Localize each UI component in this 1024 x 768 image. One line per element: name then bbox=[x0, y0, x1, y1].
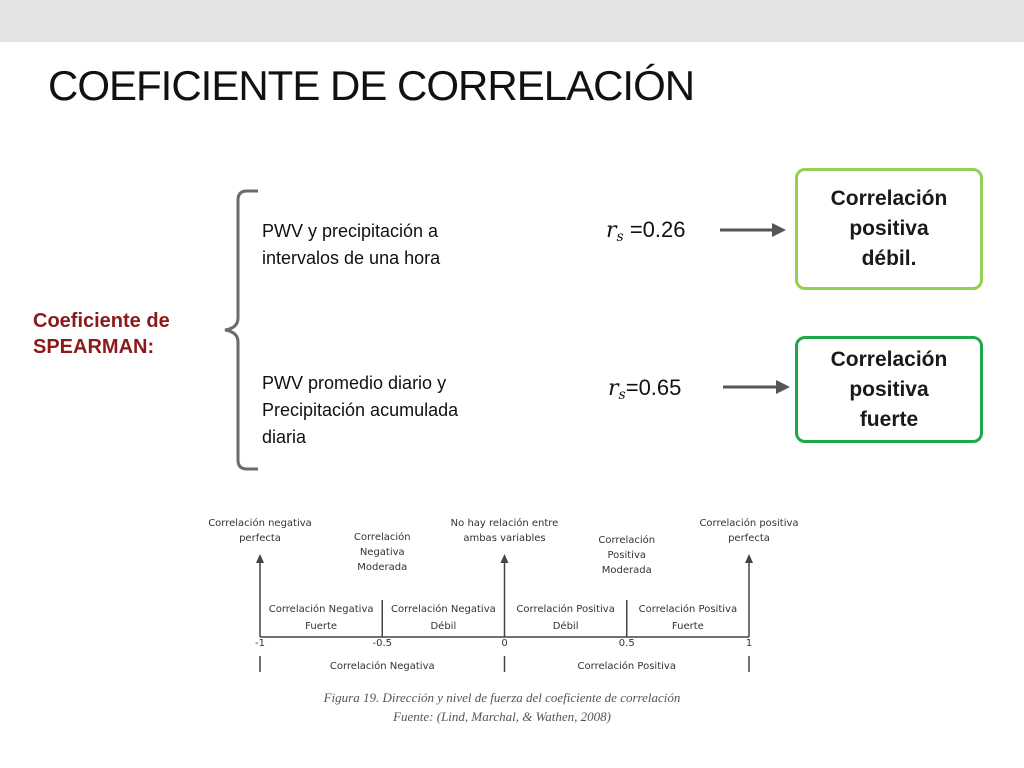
scale-bottom-label: Correlación Negativa bbox=[330, 660, 435, 672]
scale-arrow-head bbox=[256, 554, 264, 563]
rs-subscript: s bbox=[616, 229, 624, 245]
case-2-description-line: Precipitación acumulada bbox=[262, 400, 459, 420]
scale-top-label: perfecta bbox=[728, 533, 770, 544]
scale-segment-label: Correlación Negativa bbox=[391, 603, 496, 615]
case-2-description: PWV promedio diario y Precipitación acum… bbox=[262, 370, 458, 451]
result-line: positiva bbox=[849, 217, 929, 240]
rs-subscript: s bbox=[618, 387, 626, 403]
result-box-weak: Correlación positiva débil. bbox=[795, 168, 983, 290]
rs-symbol: r bbox=[606, 218, 617, 243]
result-line: positiva bbox=[849, 377, 929, 401]
scale-segment-label: Correlación Negativa bbox=[269, 603, 374, 615]
spearman-label-line-2: SPEARMAN: bbox=[33, 336, 155, 358]
scale-top-label: ambas variables bbox=[463, 533, 545, 544]
scale-top-label: Correlación negativa bbox=[208, 517, 312, 529]
result-box-strong: Correlación positiva fuerte bbox=[795, 336, 983, 443]
rs-symbol: r bbox=[608, 376, 619, 401]
result-line: fuerte bbox=[859, 407, 919, 431]
arrow-1 bbox=[720, 223, 786, 237]
rs-value-1: rs =0.26 bbox=[606, 217, 686, 245]
scale-bottom-label: Correlación Positiva bbox=[578, 660, 676, 672]
scale-top-label: Moderada bbox=[602, 565, 652, 576]
scale-arrow-head bbox=[745, 554, 753, 563]
figure-source: Fuente: (Lind, Marchal, & Wathen, 2008) bbox=[393, 709, 611, 724]
scale-segment-label: Correlación Positiva bbox=[639, 603, 737, 615]
spearman-label-line-1: Coeficiente de bbox=[33, 310, 170, 332]
case-1-description-line: intervalos de una hora bbox=[262, 248, 441, 268]
scale-segment-label: Débil bbox=[430, 620, 456, 632]
rs-number: =0.26 bbox=[623, 217, 686, 242]
case-1-description: PWV y precipitación a intervalos de una … bbox=[262, 218, 440, 272]
arrow-2 bbox=[723, 380, 790, 394]
scale-tick-label: 1 bbox=[746, 638, 752, 649]
scale-segment-label: Correlación Positiva bbox=[516, 603, 614, 615]
scale-top-label: Moderada bbox=[357, 562, 407, 573]
case-2-description-line: PWV promedio diario y bbox=[262, 373, 447, 393]
result-line: débil. bbox=[861, 247, 917, 270]
figure-caption: Figura 19. Dirección y nivel de fuerza d… bbox=[323, 690, 681, 705]
curly-brace bbox=[224, 189, 258, 471]
result-line: Correlación bbox=[830, 187, 948, 210]
rs-number: =0.65 bbox=[625, 375, 682, 400]
case-2-description-line: diaria bbox=[262, 427, 307, 447]
scale-top-label: Correlación bbox=[598, 534, 655, 546]
scale-arrow-head bbox=[500, 554, 509, 563]
scale-segment-label: Débil bbox=[553, 620, 579, 632]
scale-top-label: No hay relación entre bbox=[451, 517, 559, 529]
scale-tick-label: -0.5 bbox=[372, 638, 392, 649]
spearman-label: Coeficiente de SPEARMAN: bbox=[33, 308, 170, 360]
scale-segment-label: Fuerte bbox=[672, 621, 704, 632]
case-1-description-line: PWV y precipitación a bbox=[262, 221, 439, 241]
scale-top-label: Positiva bbox=[607, 550, 646, 561]
scale-segment-label: Fuerte bbox=[305, 621, 337, 632]
rs-value-2: rs=0.65 bbox=[608, 375, 681, 403]
slide-title: COEFICIENTE DE CORRELACIÓN bbox=[48, 62, 695, 109]
scale-top-label: Correlación bbox=[354, 531, 411, 543]
top-bar bbox=[0, 0, 1024, 42]
result-line: Correlación bbox=[830, 347, 948, 371]
scale-top-label: Correlación positiva bbox=[699, 517, 798, 529]
scale-tick-label: -1 bbox=[255, 638, 265, 649]
scale-tick-label: 0 bbox=[501, 638, 507, 649]
scale-top-label: perfecta bbox=[239, 533, 281, 544]
scale-tick-label: 0.5 bbox=[619, 638, 635, 649]
scale-top-label: Negativa bbox=[360, 547, 405, 558]
